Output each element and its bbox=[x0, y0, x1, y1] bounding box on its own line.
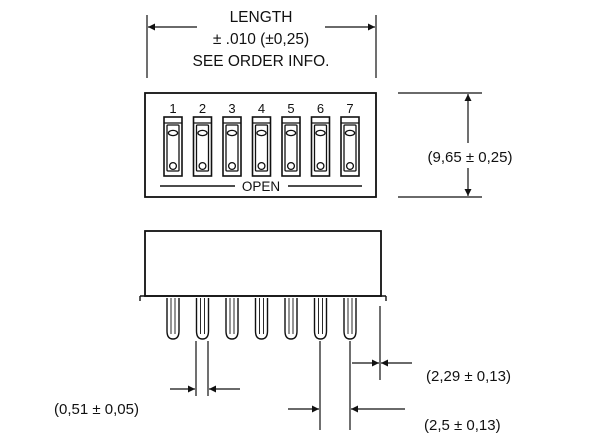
actuator-bottom-hole bbox=[198, 161, 207, 171]
height-label: (9,65 ± 0,25) bbox=[428, 149, 513, 166]
actuator-lever bbox=[195, 124, 210, 172]
pin bbox=[313, 298, 328, 340]
actuator-top-hole bbox=[256, 129, 267, 137]
actuator-top-hole bbox=[285, 129, 297, 137]
height-dimension bbox=[398, 92, 482, 198]
actuator-lever bbox=[284, 124, 298, 172]
pin-outline bbox=[284, 298, 298, 340]
actuator-bottom-hole bbox=[316, 161, 325, 171]
length-dimension bbox=[146, 15, 377, 78]
switch-actuator bbox=[251, 116, 272, 177]
actuator-bottom-hole bbox=[257, 161, 266, 171]
pin bbox=[343, 298, 357, 340]
actuator-lever bbox=[313, 124, 328, 172]
pin bbox=[166, 298, 180, 340]
actuator-bottom-hole bbox=[227, 161, 237, 171]
actuator-top-hole bbox=[315, 129, 326, 137]
length-title: LENGTH bbox=[230, 9, 293, 26]
pin-pitch-dimension bbox=[288, 341, 405, 430]
switch-actuator bbox=[192, 116, 213, 177]
actuator-lever bbox=[254, 124, 269, 172]
switch-number: 3 bbox=[228, 101, 235, 116]
actuator-lever bbox=[225, 124, 239, 172]
pin-width-label: (0,51 ± 0,05) bbox=[54, 401, 139, 418]
order-info-note: SEE ORDER INFO. bbox=[193, 53, 330, 70]
pin-spacing-dimension bbox=[319, 306, 412, 430]
switch-number: 2 bbox=[199, 101, 206, 116]
actuator-top-hole bbox=[226, 129, 238, 137]
actuator-top-hole bbox=[197, 129, 208, 137]
switch-actuator bbox=[340, 116, 360, 177]
pin-outline bbox=[225, 298, 239, 340]
switch-actuator bbox=[222, 116, 242, 177]
pin-outline bbox=[313, 298, 328, 340]
switch-actuator bbox=[310, 116, 331, 177]
pin-pitch-label: (2,5 ± 0,13) bbox=[424, 417, 501, 434]
switch-number: 4 bbox=[258, 101, 265, 116]
pin bbox=[284, 298, 298, 340]
switch-number: 7 bbox=[346, 101, 353, 116]
side-view bbox=[139, 230, 387, 340]
pin-width-dimension bbox=[170, 341, 240, 396]
switch-number: 1 bbox=[169, 101, 176, 116]
switch-number: 5 bbox=[287, 101, 294, 116]
pin-outline bbox=[166, 298, 180, 340]
switch-body-side bbox=[144, 230, 382, 297]
actuator-bottom-hole bbox=[345, 161, 355, 171]
switch-number-row: 1 2 3 4 5 6 7 bbox=[169, 101, 353, 116]
open-label: OPEN bbox=[242, 179, 280, 194]
actuator-row bbox=[163, 116, 360, 177]
switch-actuator bbox=[163, 116, 183, 177]
actuator-bottom-hole bbox=[168, 161, 178, 171]
actuator-bottom-hole bbox=[286, 161, 296, 171]
actuator-top-hole bbox=[167, 129, 179, 137]
pin-outline bbox=[195, 298, 210, 340]
actuator-lever bbox=[166, 124, 180, 172]
actuator-top-hole bbox=[344, 129, 356, 137]
switch-number: 6 bbox=[317, 101, 324, 116]
pin bbox=[254, 298, 269, 340]
pin-outline bbox=[254, 298, 269, 340]
top-view: 1 2 3 4 5 6 7 OPEN bbox=[144, 92, 377, 198]
length-tolerance: ± .010 (±0,25) bbox=[213, 31, 309, 48]
actuator-lever bbox=[343, 124, 357, 172]
switch-actuator bbox=[281, 116, 301, 177]
pin-outline bbox=[343, 298, 357, 340]
pin-spacing-label: (2,29 ± 0,13) bbox=[426, 368, 511, 385]
length-note: LENGTH ± .010 (±0,25) SEE ORDER INFO. bbox=[193, 9, 330, 70]
pin bbox=[195, 298, 210, 340]
pin-row bbox=[166, 298, 357, 340]
pin bbox=[225, 298, 239, 340]
